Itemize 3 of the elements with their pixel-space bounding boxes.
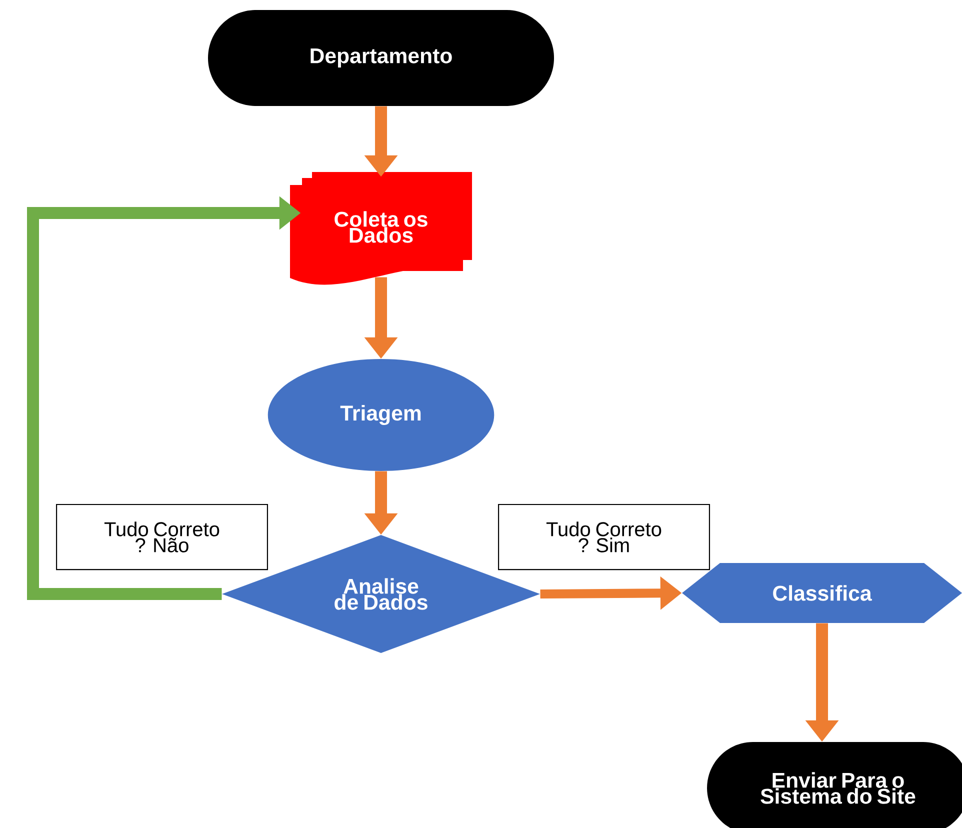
preparation-hexagon: Classifica [682,563,962,623]
edge-label: Tudo Correto ? Sim [498,504,710,570]
edge-label: Tudo Correto ? Não [56,504,268,570]
